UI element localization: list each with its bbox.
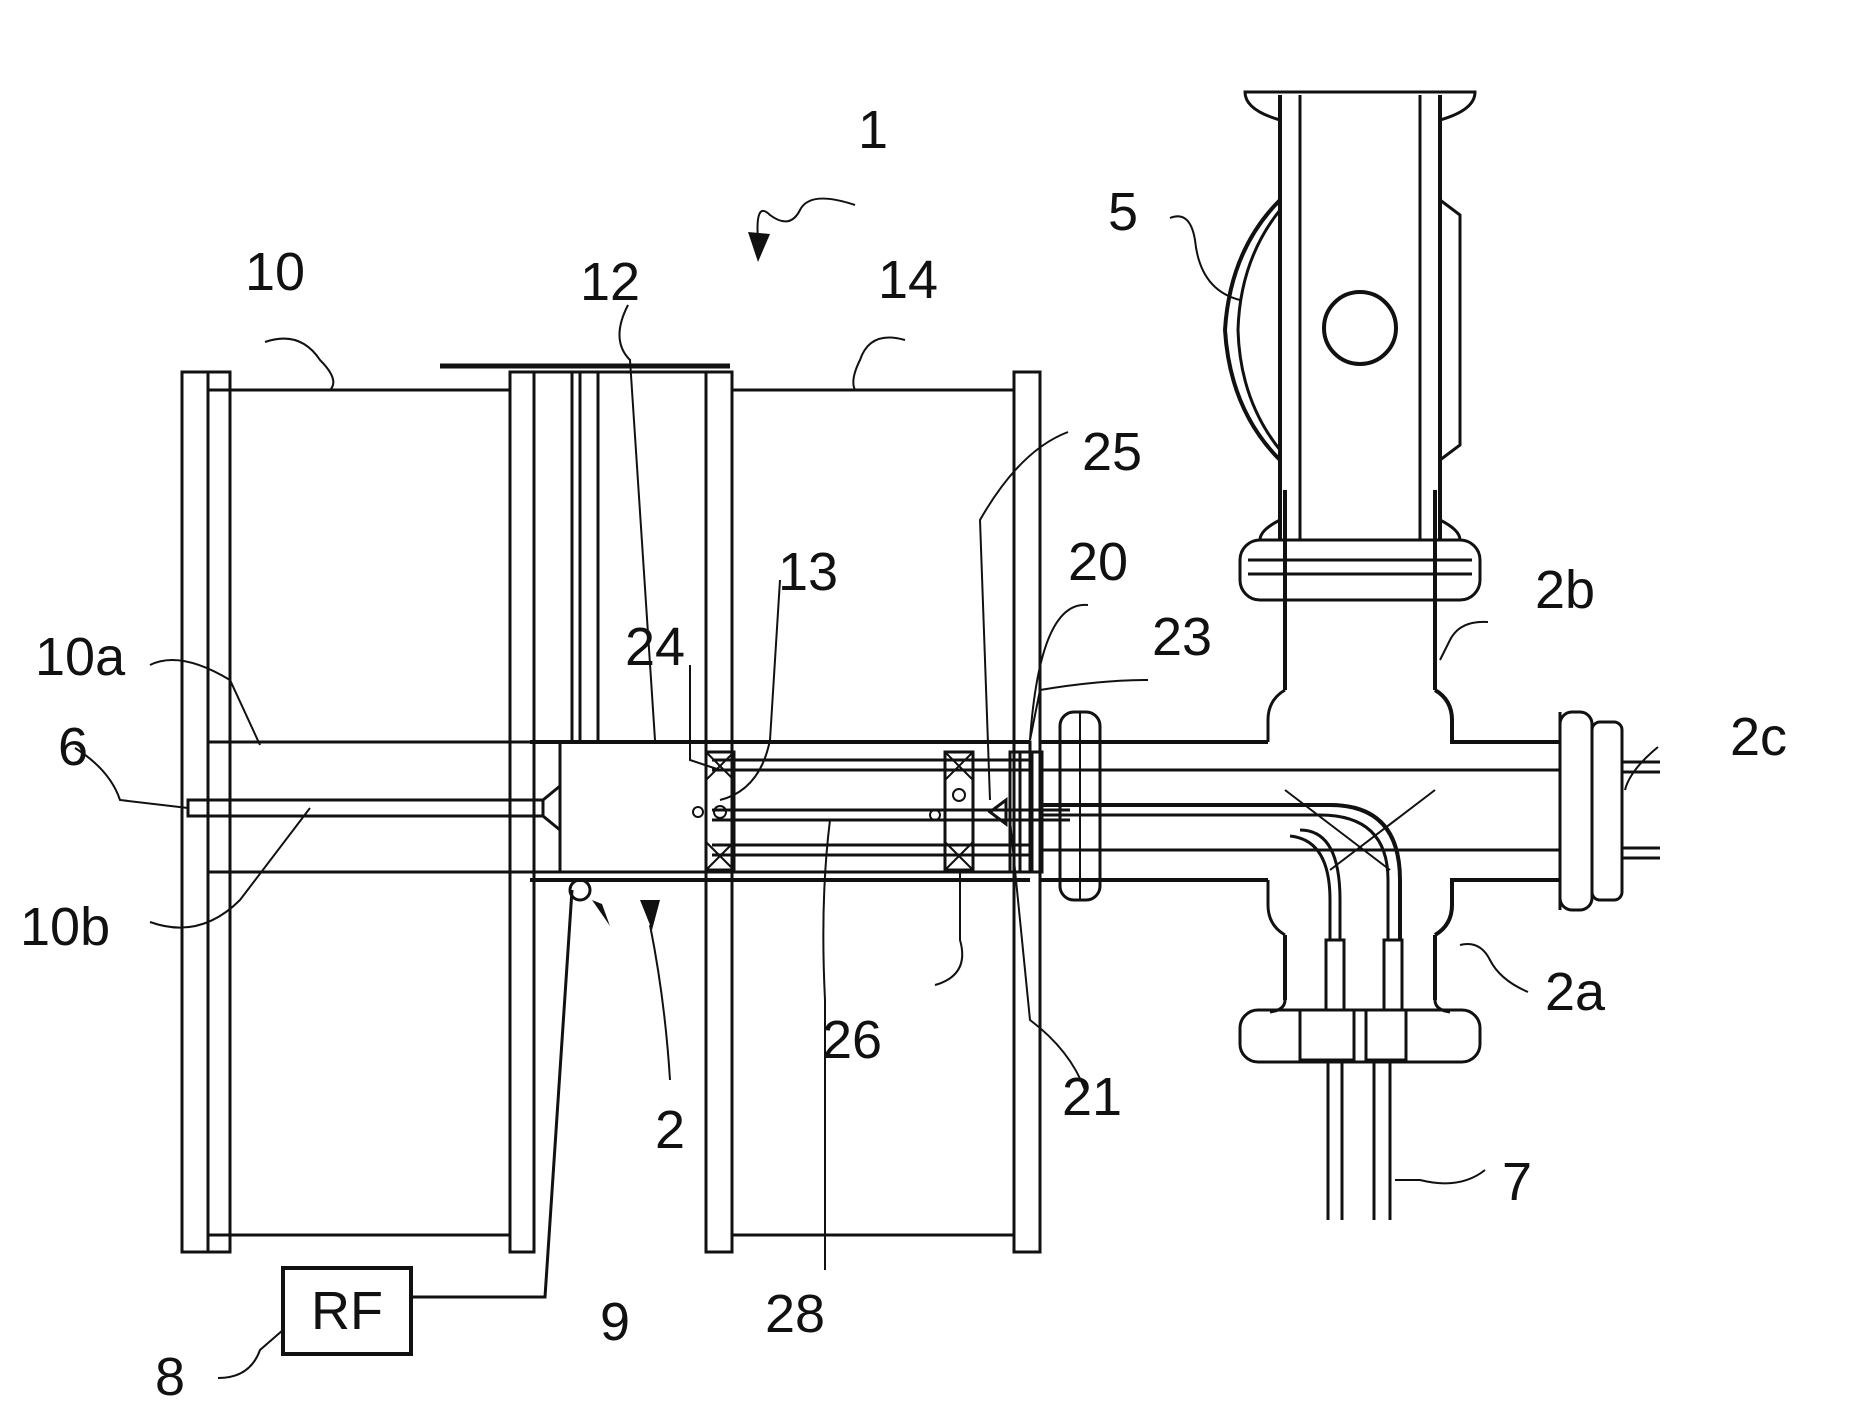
arrow-2 <box>640 900 670 1080</box>
label-2: 2 <box>655 1100 685 1160</box>
label-7: 7 <box>1502 1152 1532 1212</box>
label-9: 9 <box>600 1292 630 1352</box>
label-24: 24 <box>625 617 685 677</box>
label-10b: 10b <box>20 897 110 957</box>
label-23: 23 <box>1152 607 1212 667</box>
element-5 <box>1225 92 1475 540</box>
arrow-1 <box>748 199 855 262</box>
label-2a: 2a <box>1545 962 1606 1022</box>
label-25: 25 <box>1082 422 1142 482</box>
magnet-block-10 <box>208 390 510 1235</box>
reference-numerals: 1 2 2a 2b 2c 5 6 7 8 9 10 10a 10b 12 13 … <box>20 100 1787 1407</box>
label-10: 10 <box>245 242 305 302</box>
rf-source-8: RF <box>283 890 572 1354</box>
label-8: 8 <box>155 1347 185 1407</box>
label-12: 12 <box>580 252 640 312</box>
label-26: 26 <box>822 1010 882 1070</box>
label-21: 21 <box>1062 1067 1122 1127</box>
antenna-9 <box>570 880 610 926</box>
label-2b: 2b <box>1535 560 1595 620</box>
label-1: 1 <box>858 100 888 160</box>
label-2c: 2c <box>1730 707 1787 767</box>
bore-10a <box>188 742 560 872</box>
rf-box-text: RF <box>311 1281 383 1341</box>
vertical-pipe-2b <box>1240 500 1480 600</box>
label-10a: 10a <box>35 627 126 687</box>
label-6: 6 <box>58 717 88 777</box>
rod-assembly-28 <box>712 760 1070 855</box>
right-end-plate <box>1014 372 1040 1252</box>
label-28: 28 <box>765 1284 825 1344</box>
inner-plate-right <box>706 372 732 1252</box>
label-14: 14 <box>878 250 938 310</box>
inner-plate-left <box>510 372 534 1252</box>
label-5: 5 <box>1108 182 1138 242</box>
central-tube-12 <box>440 366 730 742</box>
label-20: 20 <box>1068 532 1128 592</box>
label-13: 13 <box>778 542 838 602</box>
